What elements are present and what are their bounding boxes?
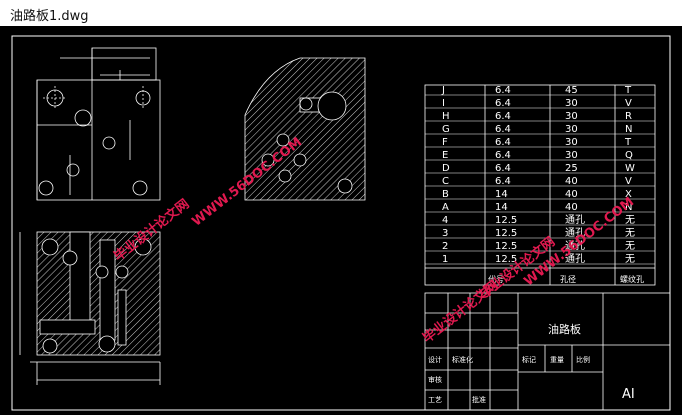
- table-cell-code: R: [625, 111, 632, 122]
- tb-process: 工艺: [428, 396, 442, 404]
- title-block: [424, 292, 671, 411]
- table-cell-depth: 30: [565, 137, 578, 148]
- table-cell-label: B: [442, 189, 449, 200]
- watermark-5: 毕业设计论文网: [420, 278, 502, 347]
- part-name: 油路板: [548, 322, 581, 336]
- table-cell-dia: 12.5: [495, 241, 517, 252]
- table-cell-label: H: [442, 111, 450, 122]
- table-cell-depth: 40: [565, 189, 578, 200]
- sheet-label: AI: [622, 387, 635, 402]
- table-cell-code: V: [625, 98, 632, 109]
- table-cell-code: V: [625, 176, 632, 187]
- window-title: 油路板1.dwg: [10, 9, 89, 24]
- table-cell-dia: 6.4: [495, 163, 511, 174]
- table-cell-dia: 14: [495, 189, 508, 200]
- table-cell-dia: 14: [495, 202, 508, 213]
- side-view: [244, 57, 366, 201]
- tb-std: 标准化: [452, 355, 473, 364]
- table-cell-code: Q: [625, 150, 633, 161]
- table-cell-depth: 30: [565, 150, 578, 161]
- tb-designer: 设计: [428, 355, 442, 364]
- table-cell-label: 1: [442, 254, 448, 265]
- table-cell-depth: 30: [565, 98, 578, 109]
- table-cell-code: T: [624, 137, 632, 148]
- table-footer-1: 代号: [488, 274, 504, 284]
- table-cell-dia: 12.5: [495, 228, 517, 239]
- table-cell-dia: 6.4: [495, 137, 511, 148]
- table-cell-code: W: [625, 163, 635, 174]
- table-cell-depth: 30: [565, 124, 578, 135]
- table-cell-depth: 30: [565, 111, 578, 122]
- tb-mark: 标记: [522, 355, 536, 364]
- table-cell-label: 3: [442, 228, 448, 239]
- table-cell-label: I: [442, 98, 445, 109]
- top-view: [36, 47, 161, 201]
- table-cell-label: G: [442, 124, 450, 135]
- table-cell-code: 无: [625, 241, 635, 252]
- table-cell-dia: 6.4: [495, 150, 511, 161]
- table-cell-code: 无: [625, 228, 635, 239]
- table-cell-dia: 12.5: [495, 215, 517, 226]
- table-cell-code: N: [625, 124, 632, 135]
- table-cell-depth: 通孔: [565, 240, 585, 252]
- table-cell-label: 2: [442, 241, 448, 252]
- table-cell-dia: 12.5: [495, 254, 517, 265]
- table-cell-label: C: [442, 176, 449, 187]
- table-cell-depth: 45: [565, 85, 578, 96]
- table-cell-depth: 通孔: [565, 227, 585, 239]
- table-cell-label: D: [442, 163, 450, 174]
- table-cell-depth: 40: [565, 176, 578, 187]
- table-cell-dia: 6.4: [495, 111, 511, 122]
- window-titlebar: 油路板1.dwg: [0, 0, 682, 27]
- table-cell-code: T: [624, 85, 632, 96]
- table-cell-code: X: [625, 189, 632, 200]
- table-cell-label: E: [442, 150, 448, 161]
- table-cell-label: J: [441, 85, 445, 96]
- hole-table: [424, 84, 656, 286]
- table-cell-dia: 6.4: [495, 176, 511, 187]
- table-cell-dia: 6.4: [495, 98, 511, 109]
- drawing-border: [11, 35, 671, 411]
- table-cell-depth: 25: [565, 163, 578, 174]
- table-cell-dia: 6.4: [495, 85, 511, 96]
- table-cell-code: 无: [625, 254, 635, 265]
- table-cell-depth: 通孔: [565, 253, 585, 265]
- table-cell-dia: 6.4: [495, 124, 511, 135]
- tb-approver: 批准: [472, 395, 486, 404]
- table-cell-code: 无: [625, 215, 635, 226]
- table-footer-4: 螺纹孔: [620, 274, 644, 284]
- section-view: [19, 231, 161, 385]
- table-cell-label: A: [442, 202, 449, 213]
- table-cell-depth: 通孔: [565, 214, 585, 226]
- tb-weight: 重量: [550, 356, 564, 364]
- tb-scale: 比例: [576, 355, 590, 364]
- table-cell-code: N: [625, 202, 632, 213]
- tb-check: 审核: [428, 375, 442, 384]
- table-cell-label: F: [442, 137, 448, 148]
- table-footer-2: 孔径: [560, 274, 576, 284]
- table-cell-depth: 40: [565, 202, 578, 213]
- table-cell-label: 4: [442, 215, 448, 226]
